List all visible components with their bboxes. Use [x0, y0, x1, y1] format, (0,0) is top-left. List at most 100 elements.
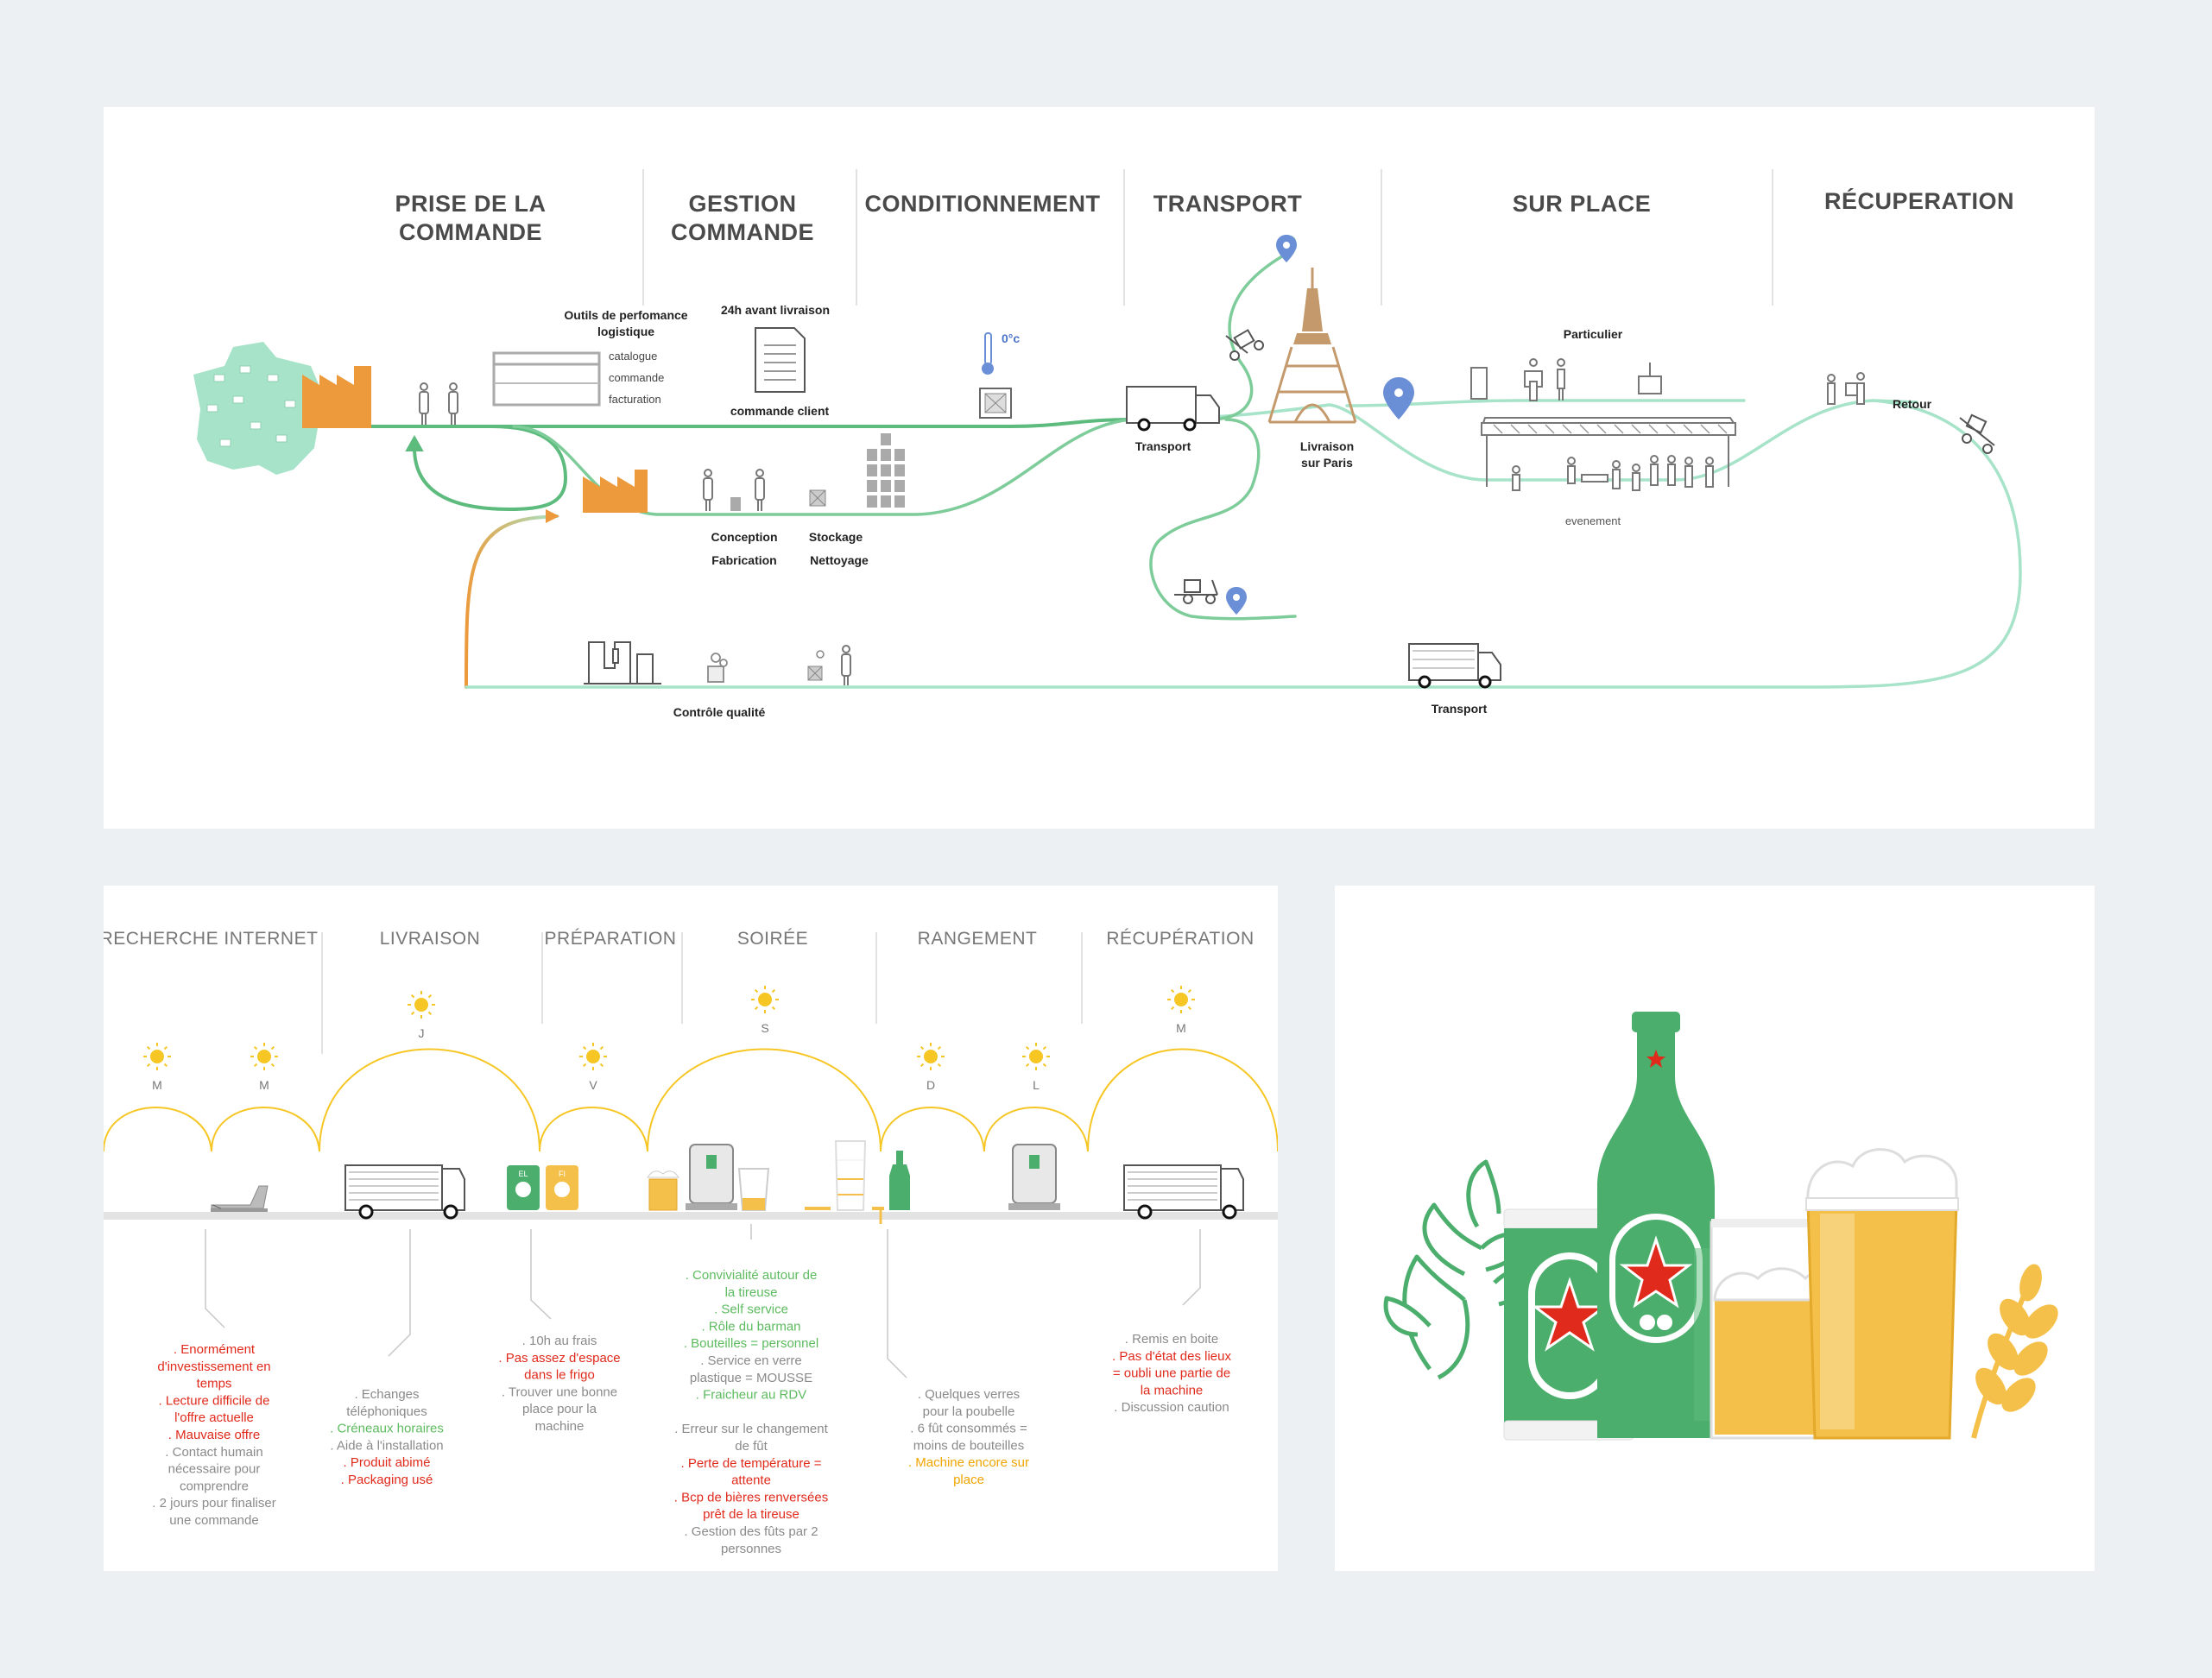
- label-transport-top: Transport: [1135, 439, 1191, 453]
- note-line: . Produit abimé: [344, 1455, 431, 1470]
- label-particulier: Particulier: [1564, 327, 1623, 341]
- label-fabrication: Fabrication: [711, 553, 776, 567]
- note-line: nécessaire pour: [168, 1462, 261, 1477]
- quality-control-machine-icon: [584, 641, 661, 684]
- stock-boxes-icon: [867, 433, 905, 508]
- bar-small-icon: [730, 497, 741, 511]
- note-line: . Perte de température =: [680, 1456, 821, 1471]
- experience-timeline-panel: RECHERCHE INTERNET LIVRAISON PRÉPARATION…: [100, 886, 1279, 1571]
- can-label-2: FI: [559, 1170, 566, 1178]
- sun-icon: L: [1022, 1043, 1050, 1092]
- phase-transport: TRANSPORT: [1153, 191, 1303, 217]
- truck-icon-2: [1408, 643, 1501, 689]
- note-line: de fût: [735, 1439, 768, 1454]
- note-line: . Self service: [714, 1303, 788, 1317]
- sun-icon: J: [408, 991, 435, 1040]
- note-line: . Gestion des fûts par 2: [684, 1524, 818, 1539]
- note-line: . Pas assez d'espace: [498, 1351, 620, 1366]
- cleaning-icon: [707, 653, 728, 683]
- note-line: . Packaging usé: [341, 1473, 433, 1487]
- crate-icon: [979, 388, 1012, 419]
- box-icon: [809, 489, 826, 507]
- beer-bottle-icon: [1597, 1012, 1715, 1438]
- sun-icon: M: [250, 1043, 278, 1092]
- ground-line: [104, 1212, 1278, 1220]
- logistics-window-icon: [492, 351, 601, 407]
- note-line: . 10h au frais: [522, 1334, 597, 1348]
- day-label: M: [1176, 1021, 1186, 1035]
- eiffel-tower-icon: [1267, 268, 1357, 424]
- beer-glass-icon: [647, 1170, 679, 1211]
- timeline-separators: [321, 932, 1083, 1054]
- sun-icon: M: [143, 1043, 171, 1092]
- label-catalogue: catalogue: [609, 350, 657, 363]
- sun-icon: M: [1167, 986, 1195, 1035]
- note-line: . Trouver une bonne: [502, 1385, 617, 1399]
- label-temperature: 0°c: [1002, 331, 1020, 345]
- phase-recuperation: RÉCUPERATION: [1824, 187, 2014, 214]
- note-line: . Discussion caution: [1114, 1400, 1229, 1415]
- scooter-icon-3: [1959, 413, 1995, 454]
- note-line: . Lecture difficile de: [159, 1393, 270, 1408]
- note-line: . Remis en boite: [1125, 1332, 1218, 1347]
- note-line: = oubli une partie de: [1113, 1366, 1230, 1381]
- factory-icon: [302, 366, 371, 428]
- particulier-scene-icon: [1470, 358, 1662, 401]
- location-pin-icon-2: [1383, 377, 1414, 420]
- note-line: . Machine encore sur: [908, 1455, 1029, 1470]
- label-retour: Retour: [1893, 397, 1932, 411]
- inspect-box-icon: [807, 650, 825, 681]
- label-conception: Conception: [711, 530, 778, 544]
- scooter-icon-2: [1174, 579, 1218, 604]
- note-line: la tireuse: [725, 1285, 778, 1300]
- note-line: . Enormément: [174, 1342, 256, 1357]
- note-line: . Contact humain: [165, 1445, 262, 1460]
- label-nettoyage: Nettoyage: [810, 553, 869, 567]
- note-line: . Mauvaise offre: [168, 1428, 260, 1442]
- note-line: . Service en verre: [700, 1353, 802, 1368]
- green-bottle-icon: [872, 1151, 910, 1224]
- day-arcs: [103, 1048, 1279, 1152]
- day-label: J: [419, 1026, 425, 1040]
- note-line: temps: [197, 1377, 232, 1391]
- note-line: comprendre: [180, 1479, 249, 1493]
- retour-people-icon: [1827, 372, 1865, 405]
- beer-tap-machine-icon-2: [1008, 1144, 1060, 1210]
- people-icon: [419, 382, 851, 685]
- phase-separators: [642, 169, 1773, 306]
- beer-illustration-panel: [1335, 886, 2095, 1571]
- can-label-1: EL: [518, 1170, 528, 1178]
- note-line: une commande: [169, 1513, 258, 1528]
- note-line: . Echanges: [354, 1387, 419, 1402]
- sun-icon: D: [917, 1043, 945, 1092]
- note-line: place pour la: [522, 1402, 597, 1416]
- note-line: . Pas d'état des lieux: [1112, 1349, 1231, 1364]
- delivery-truck-icon: [344, 1164, 465, 1220]
- note-line: pour la poubelle: [923, 1404, 1015, 1419]
- note-line: moins de bouteilles: [913, 1438, 1024, 1453]
- evenement-tent-icon: [1481, 417, 1736, 491]
- stacked-cups-icon: [805, 1140, 867, 1211]
- day-label: M: [152, 1078, 162, 1092]
- label-stockage: Stockage: [809, 530, 863, 544]
- day-label: D: [926, 1078, 935, 1092]
- beer-cans-icon: EL FI: [507, 1165, 578, 1210]
- note-line: place: [953, 1473, 984, 1487]
- note-line: personnes: [721, 1542, 781, 1556]
- note-connectors: [205, 1224, 1201, 1378]
- factory-icon-2: [583, 470, 648, 513]
- note-line: . 6 fût consommés =: [910, 1422, 1027, 1436]
- sun-icon: V: [579, 1043, 607, 1092]
- timeline-diagram: RECHERCHE INTERNET LIVRAISON PRÉPARATION…: [100, 929, 1279, 1556]
- label-commande: commande: [609, 371, 664, 384]
- timeline-phase-livraison: LIVRAISON: [380, 929, 481, 949]
- note-line: . 2 jours pour finaliser: [152, 1496, 275, 1511]
- factory-markers-icon: [206, 365, 296, 447]
- note-line: . Rôle du barman: [701, 1319, 800, 1334]
- timeline-phase-rangement: RANGEMENT: [918, 929, 1038, 949]
- label-evenement: evenement: [1565, 514, 1621, 527]
